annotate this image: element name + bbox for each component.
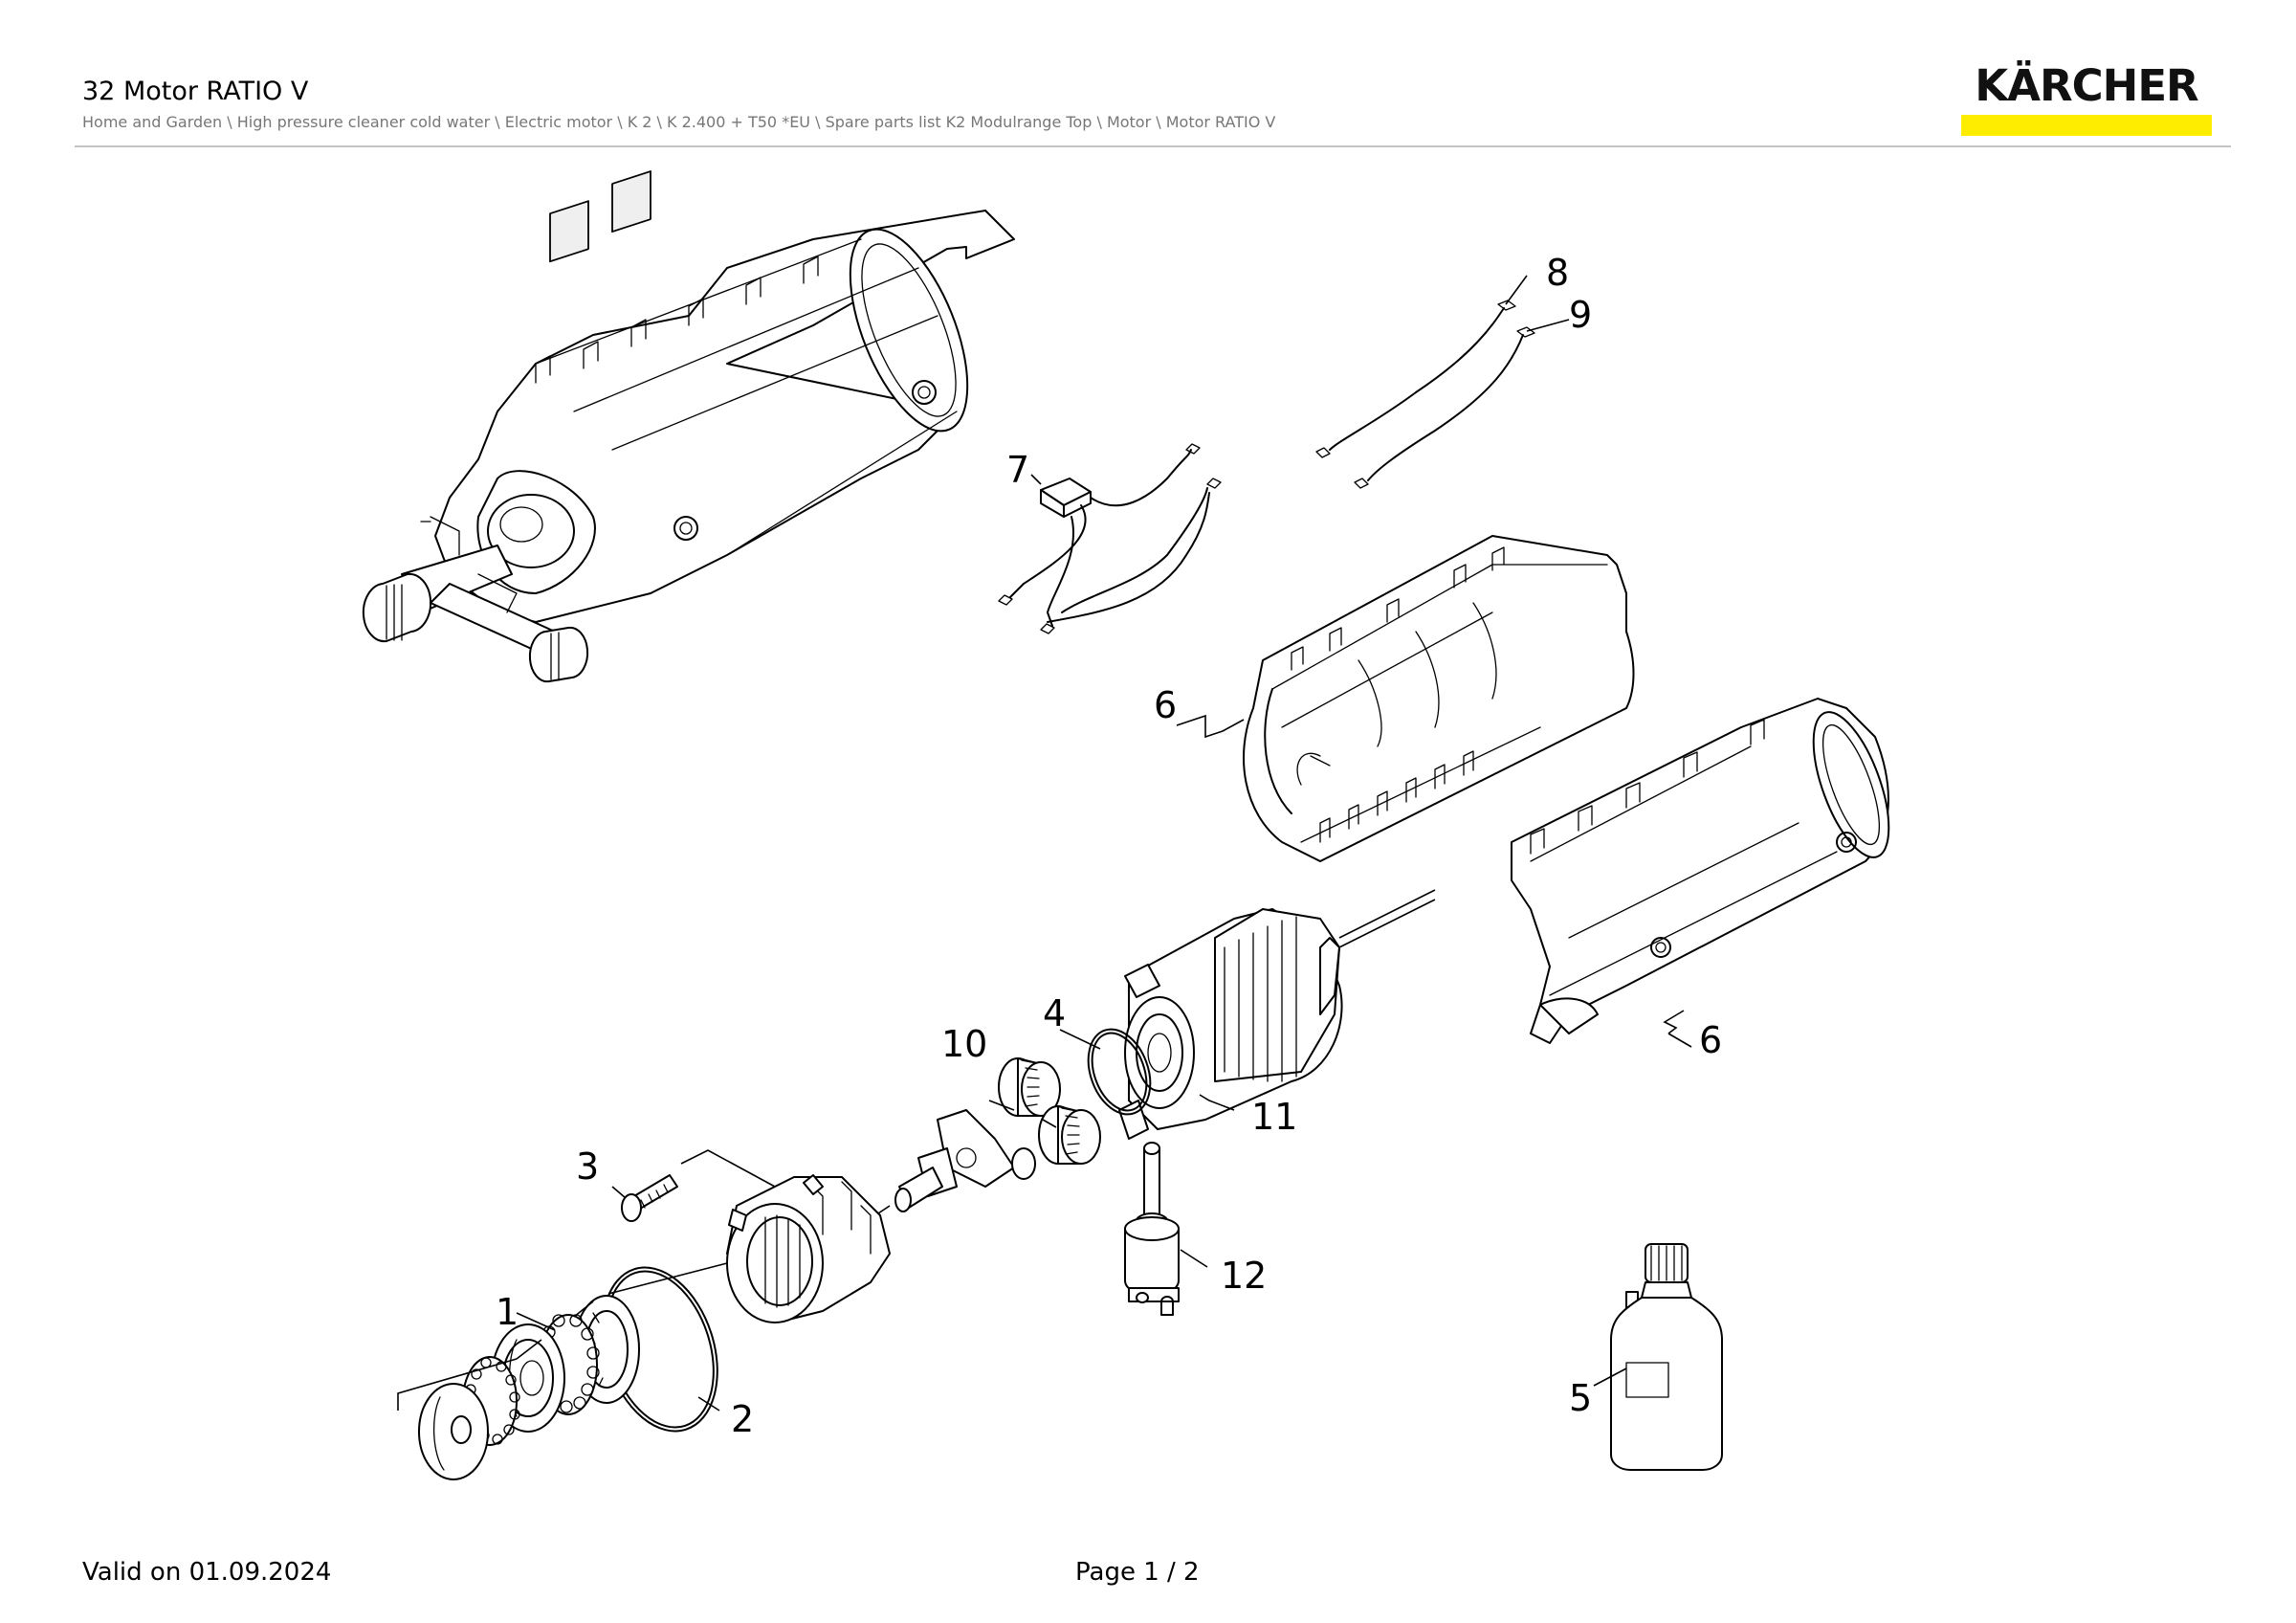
callout-6-upper: 6 [1154, 684, 1177, 726]
callout-5: 5 [1569, 1377, 1592, 1419]
gear-housing-flange [726, 1174, 891, 1323]
planet-carrier-shaft [860, 1109, 1036, 1226]
part-5-oil-bottle [1593, 1243, 1723, 1471]
callout-4: 4 [1043, 992, 1066, 1034]
callout-leader-lines [1030, 275, 1692, 1111]
exploded-parts-diagram: 7 8 9 6 6 4 10 11 3 12 1 2 5 [362, 170, 1890, 1480]
callout-7: 7 [1006, 449, 1029, 491]
part-3-screw [611, 1149, 776, 1222]
header-divider [75, 145, 2231, 147]
part-1-bearing-set [397, 1262, 728, 1480]
assembled-motor-drawing [362, 170, 1015, 683]
part-10-gears [988, 1057, 1101, 1165]
karcher-logo: KÄRCHER [1961, 59, 2212, 140]
valid-date: Valid on 01.09.2024 [82, 1558, 332, 1587]
logo-yellow-bar [1961, 115, 2212, 136]
callout-9: 9 [1569, 294, 1592, 336]
part-8-9-cables [1315, 300, 1535, 489]
page-header: 32 Motor RATIO V Home and Garden \ High … [0, 0, 2296, 153]
part-4-o-ring [1087, 1028, 1152, 1116]
part-6-housing-half-lower [1511, 698, 1890, 1044]
callout-1: 1 [496, 1291, 519, 1333]
breadcrumb: Home and Garden \ High pressure cleaner … [82, 113, 1276, 131]
part-6-housing-half-upper [1243, 535, 1635, 862]
logo-wordmark: KÄRCHER [1975, 60, 2198, 111]
callout-3: 3 [576, 1145, 599, 1188]
callout-2: 2 [731, 1398, 754, 1440]
callout-8: 8 [1546, 252, 1569, 294]
callout-11: 11 [1251, 1096, 1297, 1138]
part-12-piston [1124, 1142, 1208, 1316]
callout-10: 10 [941, 1023, 987, 1065]
part-11-motor-armature [1118, 889, 1436, 1140]
page-title: 32 Motor RATIO V [82, 77, 309, 106]
callout-6-lower: 6 [1699, 1019, 1722, 1061]
part-7-cable-harness [998, 443, 1222, 634]
page-number: Page 1 / 2 [1075, 1558, 1200, 1587]
callout-12: 12 [1221, 1255, 1267, 1297]
